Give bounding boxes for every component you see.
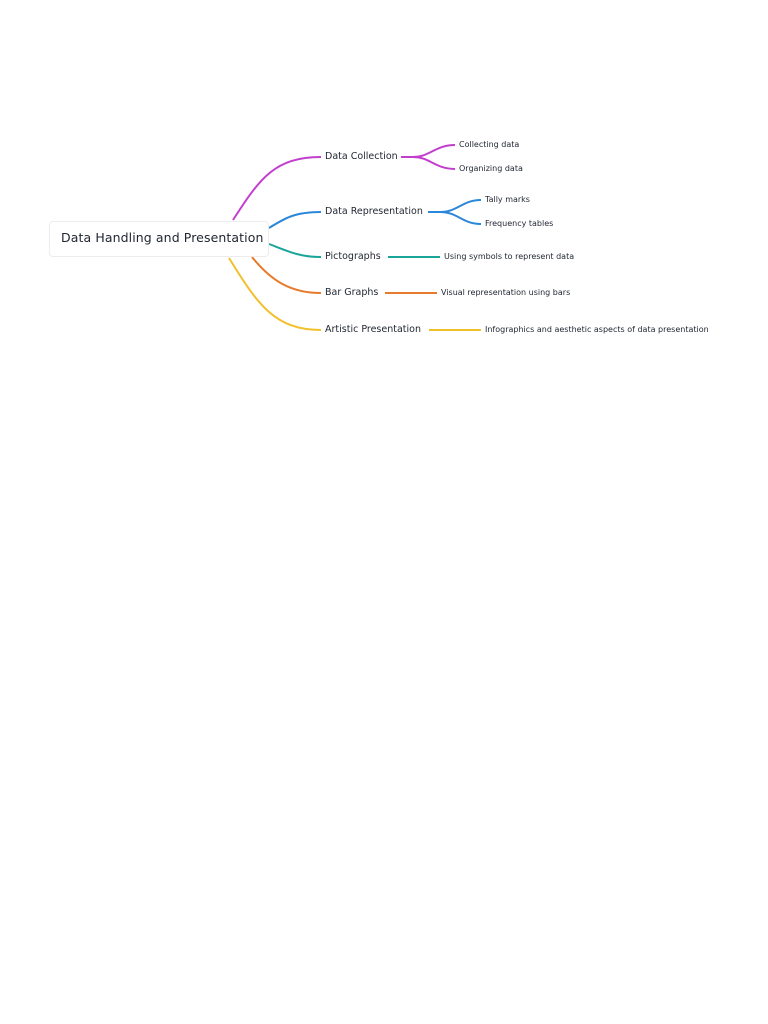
connector-root-pictographs [268, 243, 322, 258]
leaf-using-symbols[interactable]: Using symbols to represent data [444, 252, 575, 261]
branch-pictographs[interactable]: Pictographs [325, 251, 381, 262]
connector-root-bar-graphs [251, 256, 322, 294]
branch-data-representation[interactable]: Data Representation [325, 206, 423, 217]
connector-root-artistic-presentation [228, 257, 322, 331]
connector-collecting-data [401, 144, 456, 158]
connector-frequency-tables [439, 211, 482, 225]
leaf-tally-marks[interactable]: Tally marks [485, 195, 530, 204]
connector-organizing-data [412, 156, 456, 170]
leaf-collecting-data[interactable]: Collecting data [459, 140, 520, 149]
root-node[interactable] [49, 221, 269, 257]
leaf-visual-representation[interactable]: Visual representation using bars [441, 288, 571, 297]
root-node-label: Data Handling and Presentation [61, 230, 264, 245]
leaf-organizing-data[interactable]: Organizing data [459, 164, 523, 173]
leaf-frequency-tables[interactable]: Frequency tables [485, 219, 554, 228]
connector-root-data-collection [232, 156, 322, 221]
branch-data-collection[interactable]: Data Collection [325, 151, 398, 162]
connector-root-data-representation [268, 211, 322, 229]
leaf-infographics[interactable]: Infographics and aesthetic aspects of da… [485, 325, 709, 334]
branch-bar-graphs[interactable]: Bar Graphs [325, 287, 379, 298]
branch-artistic-presentation[interactable]: Artistic Presentation [325, 324, 421, 335]
connector-tally-marks [428, 199, 482, 213]
